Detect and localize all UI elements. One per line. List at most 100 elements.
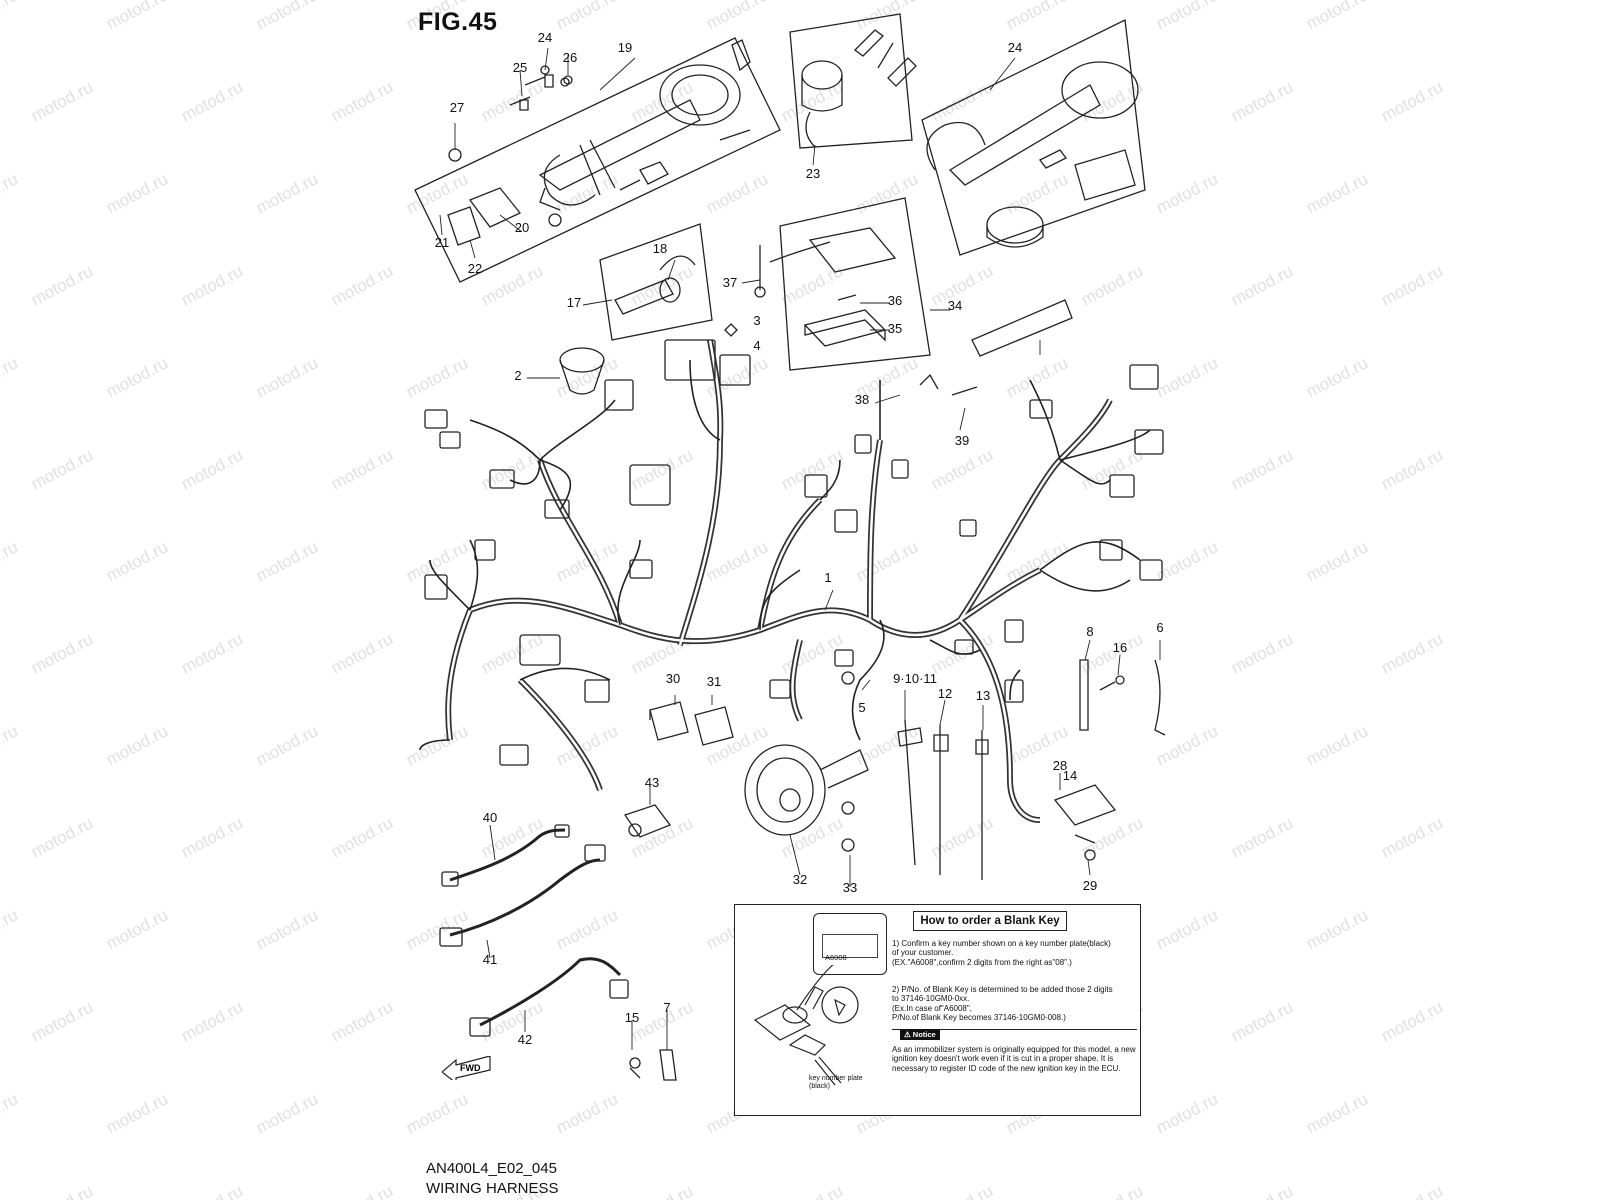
lock-set-22: [801, 29, 917, 148]
part-callout: 32: [793, 872, 807, 887]
watermark-text: motod.ru: [328, 813, 396, 861]
watermark-text: motod.ru: [553, 537, 621, 585]
horn-31: [744, 744, 869, 836]
part-callout: 24: [1008, 40, 1022, 55]
part-callout: 33: [843, 880, 857, 895]
watermark-text: motod.ru: [178, 813, 246, 861]
fwd-label: FWD: [460, 1063, 481, 1073]
watermark-text: motod.ru: [703, 721, 771, 769]
part-callout: 22: [468, 261, 482, 276]
part-callout: 23: [806, 166, 820, 181]
watermark-text: motod.ru: [178, 261, 246, 309]
watermark-text: motod.ru: [253, 537, 321, 585]
watermark-text: motod.ru: [1303, 169, 1371, 217]
part-callout: 29: [1083, 878, 1097, 893]
part-callout: 28: [1053, 758, 1067, 773]
part-callout: 8: [1086, 624, 1093, 639]
watermark-text: motod.ru: [553, 0, 621, 34]
watermark-text: motod.ru: [28, 445, 96, 493]
watermark-text: motod.ru: [1153, 0, 1221, 34]
part-group-box-16: [599, 223, 713, 341]
figure-code: AN400L4_E02_045: [426, 1160, 557, 1177]
watermark-text: motod.ru: [1228, 1181, 1296, 1200]
watermark-text: motod.ru: [628, 813, 696, 861]
watermark-text: motod.ru: [703, 537, 771, 585]
watermark-text: motod.ru: [0, 537, 21, 585]
watermark-text: motod.ru: [253, 721, 321, 769]
watermark-text: motod.ru: [1003, 0, 1071, 34]
notice-divider: ⚠ Notice: [892, 1029, 1137, 1040]
watermark-text: motod.ru: [1378, 1181, 1446, 1200]
part-callout: 35: [888, 321, 902, 336]
watermark-text: motod.ru: [1303, 1089, 1371, 1137]
watermark-text: motod.ru: [1303, 537, 1371, 585]
watermark-text: motod.ru: [1303, 0, 1371, 34]
part-callout: 38: [855, 392, 869, 407]
watermark-text: motod.ru: [778, 445, 846, 493]
watermark-text: motod.ru: [1078, 261, 1146, 309]
part-callout: 4: [753, 338, 760, 353]
bolts: [519, 74, 978, 852]
watermark-text: motod.ru: [928, 813, 996, 861]
fwd-arrow-icon: FWD: [442, 1056, 491, 1080]
watermark-text: motod.ru: [178, 445, 246, 493]
part-callout: 43: [645, 775, 659, 790]
watermark-text: motod.ru: [1303, 721, 1371, 769]
cap-2: [559, 347, 605, 395]
watermark-text: motod.ru: [103, 1089, 171, 1137]
watermark-text: motod.ru: [553, 353, 621, 401]
watermark-text: motod.ru: [328, 997, 396, 1045]
key-number-plate: A6008: [813, 913, 887, 975]
watermark-text: motod.ru: [628, 1181, 696, 1200]
watermark-text: motod.ru: [1153, 905, 1221, 953]
watermark-text: motod.ru: [253, 1089, 321, 1137]
part-group-box-23: [921, 19, 1146, 256]
watermark-text: motod.ru: [1078, 1181, 1146, 1200]
part-27: [1053, 784, 1117, 861]
notice-label: ⚠ Notice: [900, 1029, 940, 1040]
watermark-text: motod.ru: [103, 353, 171, 401]
part-callout: 18: [653, 241, 667, 256]
watermark-text: motod.ru: [403, 353, 471, 401]
watermark-text: motod.ru: [778, 1181, 846, 1200]
watermark-text: motod.ru: [253, 169, 321, 217]
harness-branches: [419, 359, 1151, 751]
watermark-text: motod.ru: [1153, 169, 1221, 217]
part-callout: 24: [538, 30, 552, 45]
part-group-box-18: [414, 37, 781, 283]
part-callout: 9·10·11: [893, 671, 937, 686]
part-callout: 16: [1113, 640, 1127, 655]
watermark-text: motod.ru: [1228, 77, 1296, 125]
part-callout: 15: [625, 1010, 639, 1025]
part-callout: 27: [450, 100, 464, 115]
sensor-42: [623, 804, 672, 838]
part-callout: 1: [824, 570, 831, 585]
watermark-text: motod.ru: [553, 905, 621, 953]
watermark-text: motod.ru: [778, 813, 846, 861]
watermark-text: motod.ru: [328, 1181, 396, 1200]
watermark-text: motod.ru: [478, 629, 546, 677]
watermark-text: motod.ru: [328, 629, 396, 677]
notice-text: As an immobilizer system is originally e…: [892, 1045, 1136, 1073]
watermark-text: motod.ru: [103, 537, 171, 585]
watermark-text: motod.ru: [1378, 445, 1446, 493]
part-callout: 3: [753, 313, 760, 328]
figure-name: WIRING HARNESS: [426, 1180, 559, 1197]
watermark-text: motod.ru: [853, 721, 921, 769]
watermark-text: motod.ru: [778, 629, 846, 677]
part-callout: 31: [707, 674, 721, 689]
watermark-text: motod.ru: [103, 0, 171, 34]
blank-key-title: How to order a Blank Key: [913, 911, 1067, 931]
part-callout: 41: [483, 952, 497, 967]
watermark-text: motod.ru: [253, 353, 321, 401]
watermark-text: motod.ru: [928, 1181, 996, 1200]
part-callout: 34: [948, 298, 962, 313]
watermark-text: motod.ru: [703, 0, 771, 34]
watermark-text: motod.ru: [1228, 813, 1296, 861]
watermark-text: motod.ru: [853, 537, 921, 585]
watermark-text: motod.ru: [703, 169, 771, 217]
watermark-text: motod.ru: [28, 77, 96, 125]
watermark-text: motod.ru: [253, 905, 321, 953]
